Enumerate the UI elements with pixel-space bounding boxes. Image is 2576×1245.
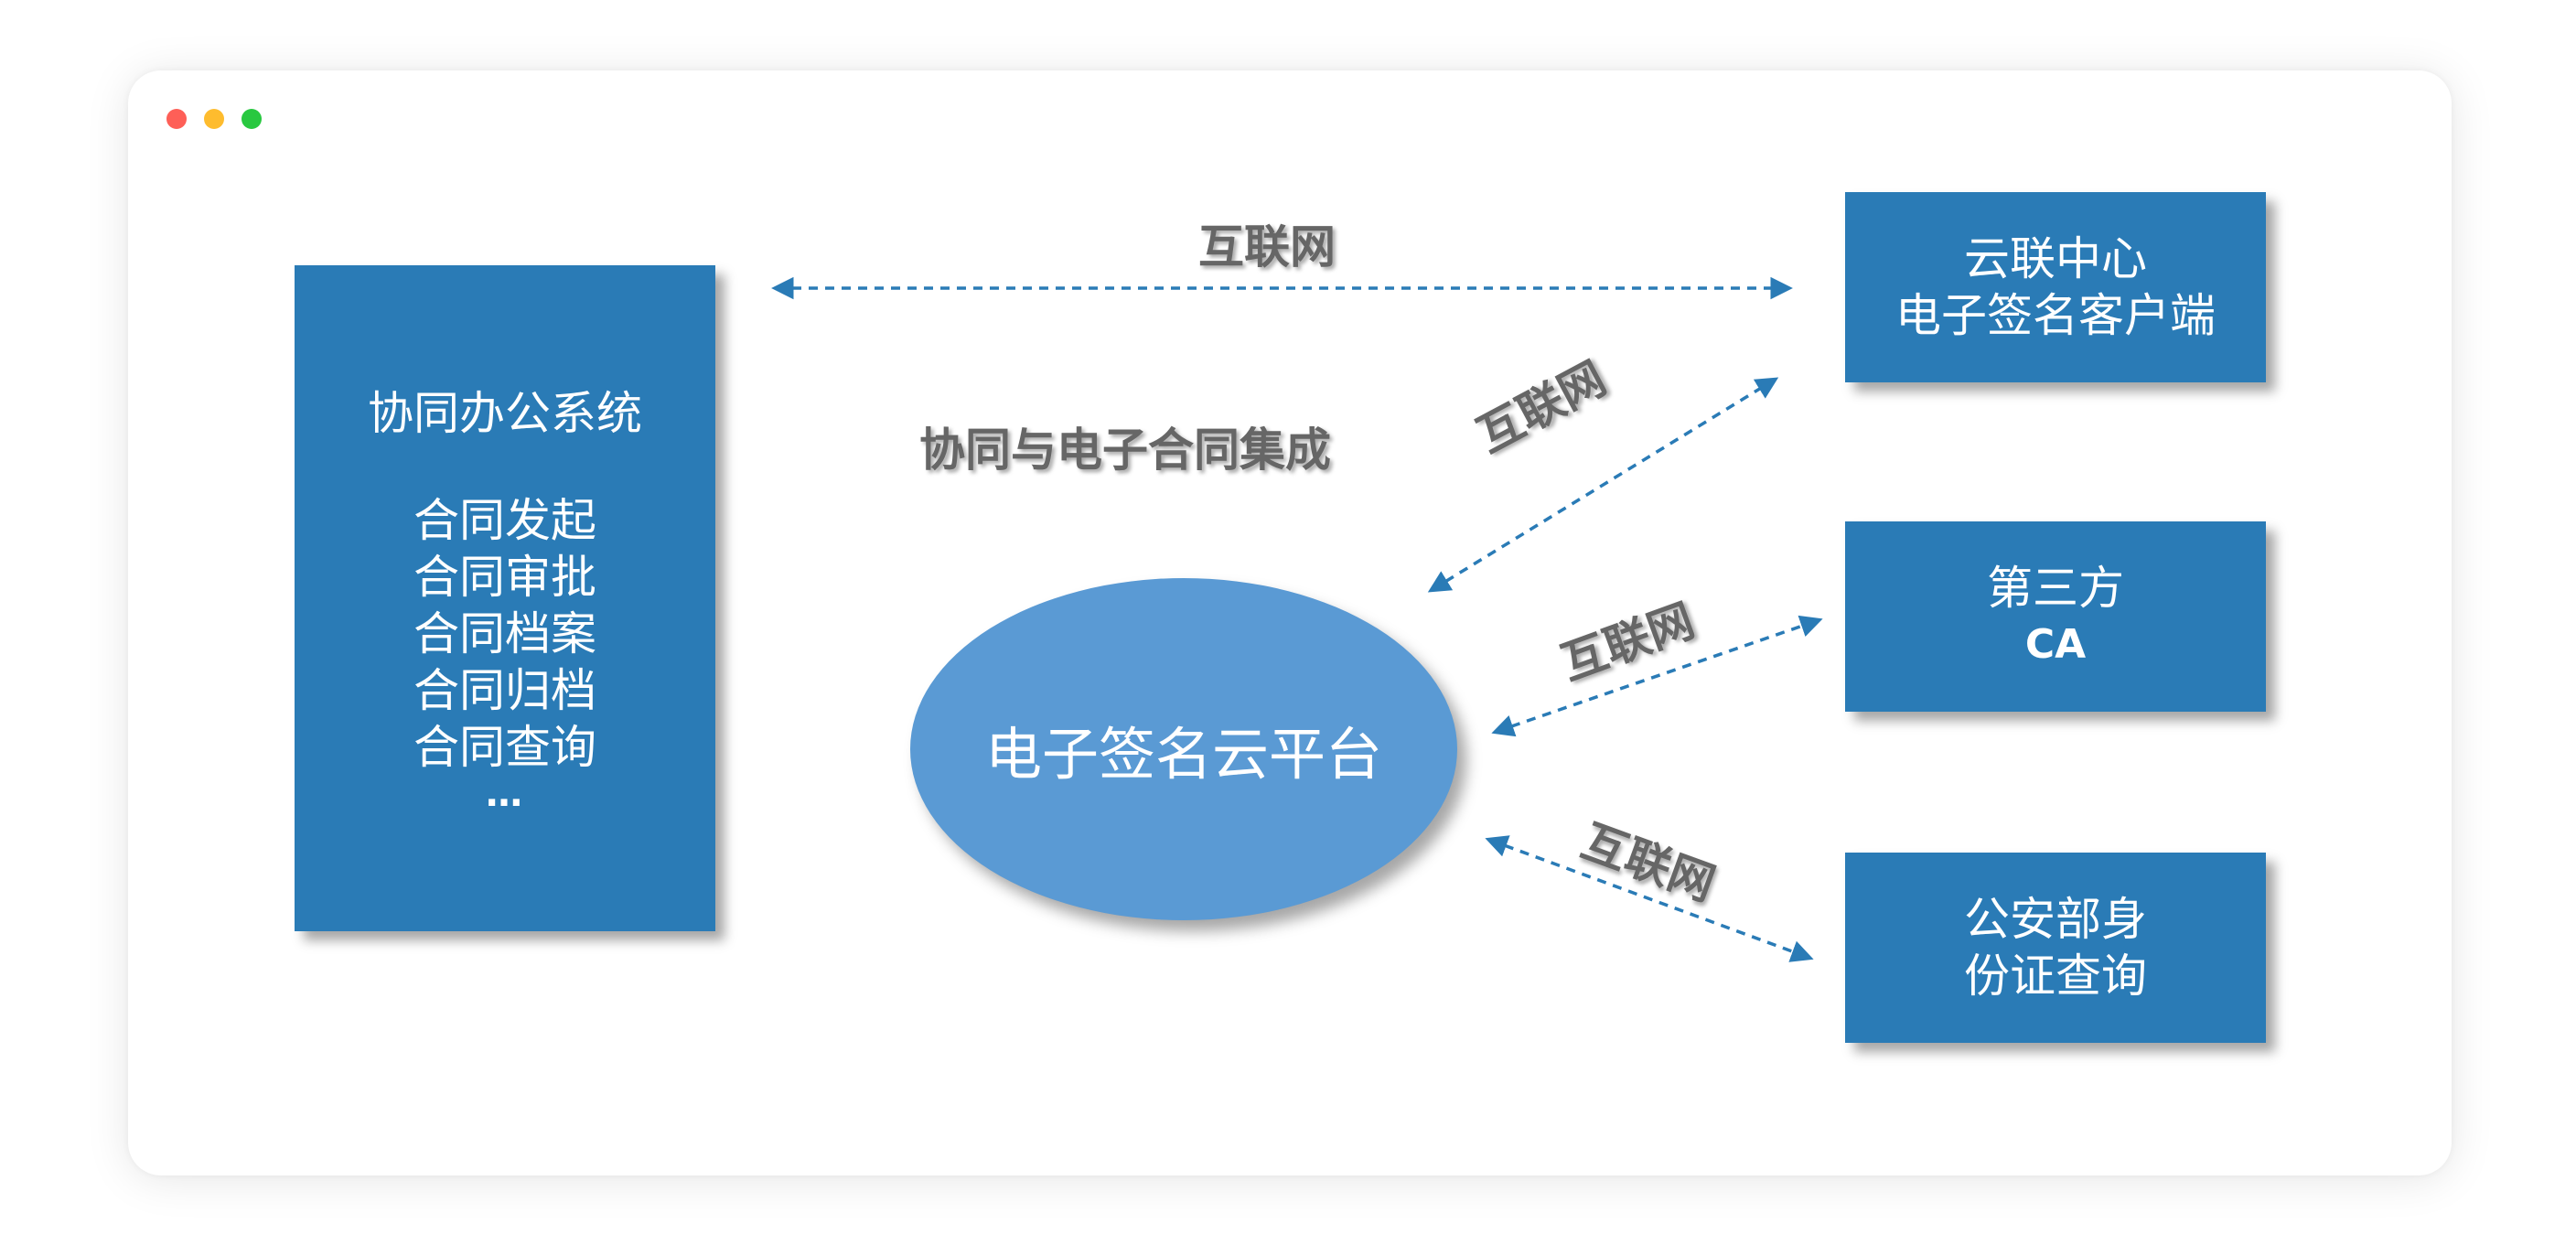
collaborative-office-system-box: 协同办公系统 合同发起 合同审批 合同档案 合同归档 合同查询 …	[295, 265, 715, 931]
right-box-line: 云联中心	[1964, 232, 2147, 285]
third-party-ca-box: 第三方 CA	[1845, 521, 2266, 712]
right-box-line: 份证查询	[1964, 950, 2147, 1003]
left-box-item: 合同审批	[413, 551, 596, 604]
right-box-line: CA	[2024, 621, 2087, 668]
window-maximize-dot[interactable]	[242, 109, 262, 129]
left-box-item: 合同档案	[413, 607, 596, 660]
right-box-line: 第三方	[1987, 562, 2124, 615]
window-minimize-dot[interactable]	[204, 109, 224, 129]
integration-label: 协同与电子合同集成	[919, 424, 1331, 477]
right-box-line: 电子签名客户端	[1895, 289, 2216, 342]
internet-label-top: 互联网	[1198, 220, 1336, 274]
left-box-title: 协同办公系统	[368, 387, 642, 440]
left-box-item: 合同归档	[413, 664, 596, 717]
police-id-query-box: 公安部身 份证查询	[1845, 853, 2266, 1043]
e-signature-cloud-platform: 电子签名云平台	[910, 578, 1457, 920]
left-box-item: 合同查询	[413, 721, 596, 774]
cloud-center-client-box: 云联中心 电子签名客户端	[1845, 192, 2266, 382]
left-box-item: 合同发起	[413, 494, 596, 547]
left-box-more: …	[486, 773, 524, 815]
right-box-line: 公安部身	[1964, 893, 2147, 946]
window-close-dot[interactable]	[166, 109, 187, 129]
platform-label: 电子签名云平台	[984, 721, 1382, 788]
